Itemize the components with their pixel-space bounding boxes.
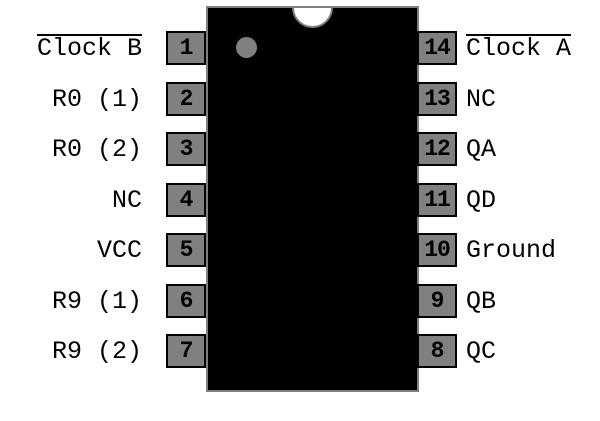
pin-10-box: 10 [417, 233, 457, 267]
pin-name-text: Clock B [36, 34, 142, 63]
pin-name-text: R9 (1) [51, 287, 142, 316]
pin-number: 1 [179, 35, 194, 61]
pin-13-label: NC [466, 82, 600, 116]
pin-name-text: R9 (2) [51, 337, 142, 366]
pin-number: 13 [424, 86, 451, 112]
pin-9-label: QB [466, 284, 600, 318]
pin-name-text: QB [466, 287, 497, 316]
pin-1-box: 1 [166, 31, 206, 65]
pin-name-text: QA [466, 135, 497, 164]
pin-name-text: R0 (1) [51, 85, 142, 114]
pin-6-label: R9 (1) [0, 284, 142, 318]
pin-number: 3 [179, 136, 194, 162]
pin-name-text: QC [466, 337, 497, 366]
pin-3-box: 3 [166, 132, 206, 166]
pin-number: 6 [179, 288, 194, 314]
pin-number: 7 [179, 338, 194, 364]
pin1-indicator-dot-icon [236, 37, 257, 58]
pin-number: 2 [179, 86, 194, 112]
pin-14-label: Clock A [466, 31, 600, 65]
pin-5-box: 5 [166, 233, 206, 267]
pin-14-box: 14 [417, 31, 457, 65]
pin-7-label: R9 (2) [0, 334, 142, 368]
pin-8-label: QC [466, 334, 600, 368]
pin-5-label: VCC [0, 233, 142, 267]
pin-number: 8 [430, 338, 445, 364]
pin-4-box: 4 [166, 183, 206, 217]
pin-number: 4 [179, 187, 194, 213]
pin-name-text: VCC [96, 236, 142, 265]
pin-number: 5 [179, 237, 194, 263]
pin-12-box: 12 [417, 132, 457, 166]
pin-name-text: NC [111, 186, 142, 215]
pin-name-text: Clock A [466, 34, 572, 63]
pin-number: 10 [424, 237, 451, 263]
pin-4-label: NC [0, 183, 142, 217]
pin-number: 12 [424, 136, 451, 162]
pin-9-box: 9 [417, 284, 457, 318]
pin-2-box: 2 [166, 82, 206, 116]
pin-3-label: R0 (2) [0, 132, 142, 166]
pin-name-text: Ground [466, 236, 557, 265]
pin-number: 9 [430, 288, 445, 314]
pin-1-label: Clock B [0, 31, 142, 65]
active-low-overline [37, 34, 142, 36]
active-low-overline [466, 34, 571, 36]
pin-10-label: Ground [466, 233, 600, 267]
pin-6-box: 6 [166, 284, 206, 318]
pin-2-label: R0 (1) [0, 82, 142, 116]
ic-package-body [206, 6, 419, 392]
pin-11-box: 11 [417, 183, 457, 217]
pin-8-box: 8 [417, 334, 457, 368]
pin-name-text: NC [466, 85, 497, 114]
pin-7-box: 7 [166, 334, 206, 368]
orientation-notch-icon [292, 8, 333, 28]
pin-name-text: QD [466, 186, 497, 215]
pin-11-label: QD [466, 183, 600, 217]
pin-13-box: 13 [417, 82, 457, 116]
pin-name-text: R0 (2) [51, 135, 142, 164]
pin-number: 11 [424, 187, 451, 213]
pin-number: 14 [424, 35, 451, 61]
pin-12-label: QA [466, 132, 600, 166]
